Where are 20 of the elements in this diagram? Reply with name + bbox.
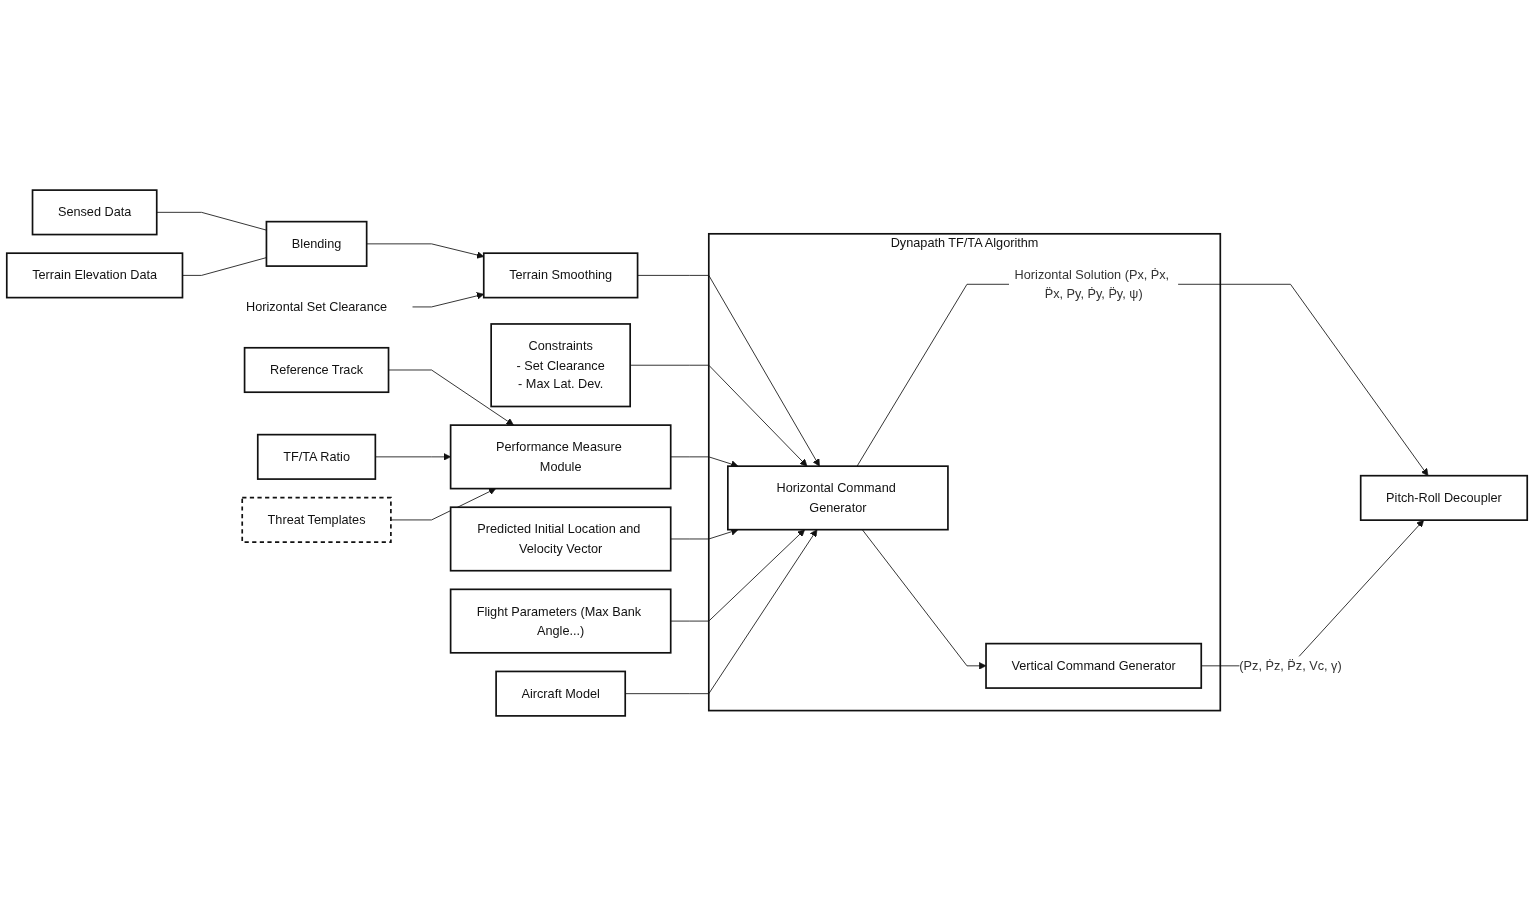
node-box: Sensed Data [31, 189, 158, 236]
node-box: Horizontal Command Generator [727, 465, 949, 531]
node-text: Horizontal Set Clearance [245, 299, 388, 314]
node-box: Terrain Smoothing [482, 252, 639, 299]
edge-label: (Pz, Ṗz, P̈z, Vc, γ) [1239, 658, 1342, 673]
node-box: Predicted Initial Location and Velocity Vector [449, 506, 672, 572]
node-box: Reference Track [243, 346, 390, 394]
node-box: Terrain Elevation Data [5, 252, 184, 299]
connector [182, 257, 267, 276]
node-box: Constraints - Set Clearance - Max Lat. Dev. [490, 323, 631, 408]
node-box: TF/TA Ratio [256, 433, 377, 480]
node-box: Pitch-Roll Decoupler [1359, 474, 1529, 521]
node-box: Threat Templates [241, 496, 392, 543]
node-box: Aircraft Model [495, 670, 627, 717]
edge-label: Horizontal Solution (Px, Ṗx, P̈x, Py, Ṗy, P̈y, ψ) [1014, 266, 1170, 301]
node-box: Flight Parameters (Max Bank Angle...) [449, 588, 672, 654]
connector [156, 211, 267, 231]
node-box: Performance Measure Module [449, 424, 672, 490]
node-box: Vertical Command Generator [985, 642, 1203, 689]
node-box: Blending [265, 220, 368, 267]
